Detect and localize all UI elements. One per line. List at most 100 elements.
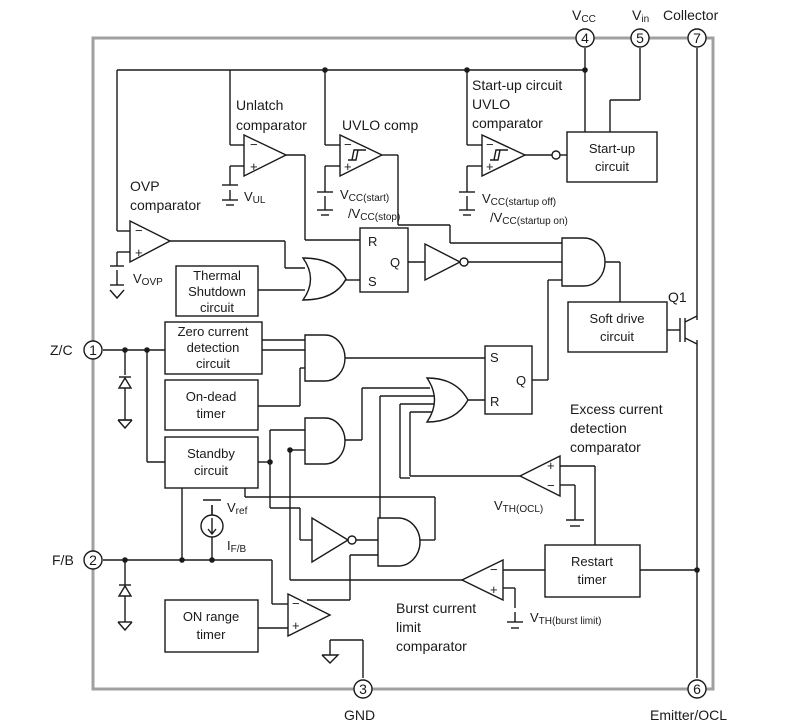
unlatch-caption: Unlatch [236, 97, 283, 113]
inversion-bubble [347, 535, 357, 545]
junction-dot [122, 557, 128, 563]
minus-mark: − [547, 478, 555, 493]
fb-clamp-diode [117, 584, 133, 608]
vref-label: Vref [227, 500, 248, 517]
latch-r: R [368, 234, 377, 249]
uvlo-caption: UVLO comp [342, 117, 418, 133]
minus-mark: − [490, 562, 498, 577]
pin-number: 6 [693, 681, 701, 697]
collector-pin-label: Collector [663, 7, 719, 23]
plus-mark: + [490, 582, 498, 597]
and-gate-icon [304, 417, 346, 465]
on-dead-label: On-dead [186, 389, 237, 404]
zero-current-label: detection [187, 340, 240, 355]
plus-mark: + [250, 159, 258, 174]
ovp-caption: comparator [130, 197, 201, 213]
or-gate-icon [425, 377, 469, 423]
vovp-label: VOVP [133, 271, 163, 288]
ovp-caption: OVP [130, 178, 160, 194]
soft-drive-label: Soft drive [590, 311, 645, 326]
pin-number: 1 [89, 342, 97, 358]
pin-vcc [575, 28, 595, 48]
ground-icon [317, 196, 333, 216]
blocks [164, 131, 668, 653]
zero-current-block [164, 321, 263, 375]
pin-fb [83, 550, 103, 570]
emitter-pin-label: Emitter/OCL [650, 707, 727, 723]
startup-uvlo-caption: comparator [472, 115, 543, 131]
latch-letters: R S Q S R Q [368, 234, 526, 409]
latch-q: Q [516, 373, 526, 388]
restart-label: timer [578, 572, 608, 587]
plus-mark: + [344, 159, 352, 174]
plus-mark: + [135, 245, 143, 260]
startup-circuit-block [566, 131, 658, 183]
restart-label: Restart [571, 554, 613, 569]
burst-current-comparator-symbol [460, 558, 504, 602]
vul-label: VUL [244, 189, 266, 206]
latch-r: R [490, 394, 499, 409]
burst-caption: comparator [396, 638, 467, 654]
current-source-icon [200, 505, 224, 538]
junction-dot [209, 557, 215, 563]
pin-gnd [353, 679, 373, 699]
inversion-bubble [459, 257, 469, 267]
minus-mark: − [292, 596, 300, 611]
and-gate-icon [561, 237, 606, 287]
zero-current-label: Zero current [178, 324, 249, 339]
on-dead-timer-block [164, 379, 259, 431]
zc-clamp-diode [117, 376, 133, 400]
signal-labels: VUL VOVP VCC(start) /VCC(stop) VCC(start… [133, 187, 687, 627]
on-range-label: ON range [183, 609, 239, 624]
junction-dot [122, 347, 128, 353]
junction-dot [267, 459, 273, 465]
plus-mark: + [486, 159, 494, 174]
on-dead-label: timer [197, 406, 227, 421]
pin-zc [83, 340, 103, 360]
ground-icon [117, 621, 133, 632]
latch-q: Q [390, 255, 400, 270]
thermal-label: Thermal [193, 268, 241, 283]
comparators [129, 133, 561, 638]
excess-caption: detection [570, 420, 627, 436]
junction-dot [144, 347, 150, 353]
burst-caption: limit [396, 619, 421, 635]
minus-mark: − [344, 137, 352, 152]
pin-number: 3 [359, 681, 367, 697]
vcc-pin-label: VCC [572, 7, 596, 25]
startup-uvlo-comparator-symbol [481, 133, 527, 178]
restart-timer-block [544, 544, 641, 598]
thermal-label: Shutdown [188, 284, 246, 299]
ground-icon [566, 510, 584, 527]
comparator-marks: − + − + − + − + + − − + − + [135, 137, 555, 633]
unlatch-comparator-symbol [243, 133, 288, 178]
minus-mark: − [135, 223, 143, 238]
burst-caption: Burst current [396, 600, 476, 616]
ic-package-outline [91, 36, 715, 691]
vcc-startup-off-label: VCC(startup off) [482, 191, 556, 208]
ground-icon [459, 196, 475, 216]
fb-comparator-symbol [287, 592, 332, 638]
junction-dot [694, 567, 700, 573]
pin-emitter [687, 679, 707, 699]
q1-label: Q1 [668, 289, 687, 305]
startup-uvlo-caption: UVLO [472, 96, 510, 112]
vcc-startup-on-label: /VCC(startup on) [490, 210, 568, 227]
excess-current-comparator-symbol [518, 454, 561, 498]
fb-pin-label: F/B [52, 552, 74, 568]
junction-dot [464, 67, 470, 73]
pins: 4 5 7 1 2 3 6 [83, 28, 707, 699]
and-gate-icon [304, 334, 346, 382]
q1-transistor-icon [679, 315, 698, 345]
pin-number: 2 [89, 552, 97, 568]
plus-mark: + [292, 618, 300, 633]
rs-latch-top [359, 227, 409, 293]
junction-dot [322, 67, 328, 73]
startup-uvlo-caption: Start-up circuit [472, 77, 562, 93]
gnd-pin-label: GND [344, 707, 375, 723]
inversion-bubble [551, 150, 561, 160]
soft-drive-block [567, 301, 668, 353]
vin-pin-label: Vin [632, 7, 649, 25]
pin-collector [687, 28, 707, 48]
or-gate-icon [301, 257, 347, 301]
